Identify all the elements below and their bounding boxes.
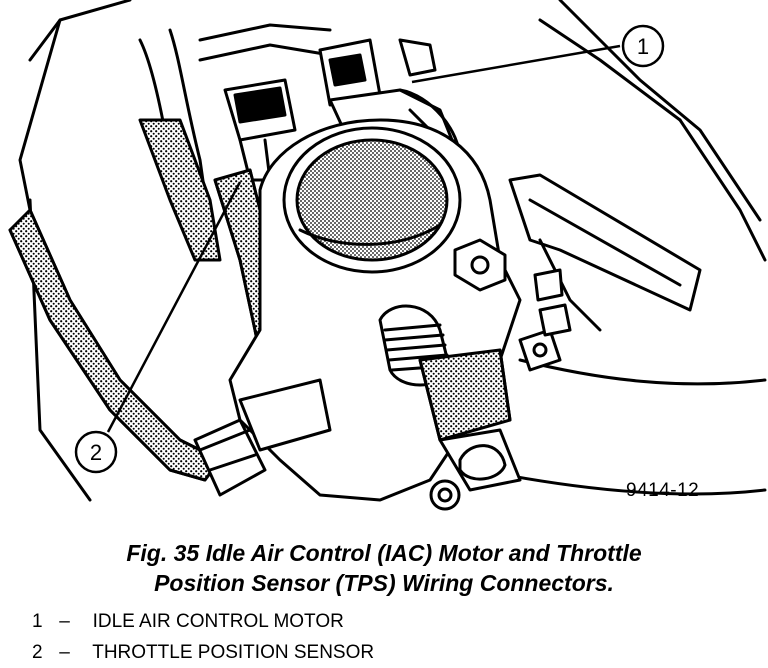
figure-id-label: 9414-12 xyxy=(626,480,700,501)
engine-right-cover xyxy=(558,0,762,222)
leader-line-2 xyxy=(106,181,242,433)
legend-text: IDLE AIR CONTROL MOTOR xyxy=(92,611,344,632)
legend-dash: – xyxy=(59,611,70,632)
iac-wiring xyxy=(198,23,332,42)
engine-right-line xyxy=(538,18,682,122)
legend-number: 2 xyxy=(32,642,43,663)
figure-caption: Fig. 35 Idle Air Control (IAC) Motor and… xyxy=(0,538,768,598)
callout-1: 1 xyxy=(621,24,665,68)
legend-dash: – xyxy=(59,642,70,663)
hose-fitting xyxy=(193,418,267,497)
throttle-body-illustration: 1 2 xyxy=(8,0,767,511)
caption-line-1: Fig. 35 Idle Air Control (IAC) Motor and… xyxy=(126,540,642,566)
engine-outline-left xyxy=(28,0,132,62)
legend-text: THROTTLE POSITION SENSOR xyxy=(92,642,375,663)
leader-line-1 xyxy=(411,44,621,84)
lower-right-curve xyxy=(518,358,767,386)
callout-2-number: 2 xyxy=(90,440,102,465)
callout-1-number: 1 xyxy=(637,34,649,59)
legend-item-1: 1 – IDLE AIR CONTROL MOTOR xyxy=(32,606,374,637)
mounting-nut xyxy=(453,238,507,292)
legend: 1 – IDLE AIR CONTROL MOTOR 2 – THROTTLE … xyxy=(32,606,374,668)
legend-number: 1 xyxy=(32,611,43,632)
engine-outline-upper xyxy=(18,18,62,212)
legend-item-2: 2 – THROTTLE POSITION SENSOR xyxy=(32,637,374,668)
right-panel-edge xyxy=(678,118,767,262)
callout-2: 2 xyxy=(74,430,118,474)
caption-line-2: Position Sensor (TPS) Wiring Connectors. xyxy=(154,570,614,596)
lower-right-base xyxy=(478,468,767,496)
